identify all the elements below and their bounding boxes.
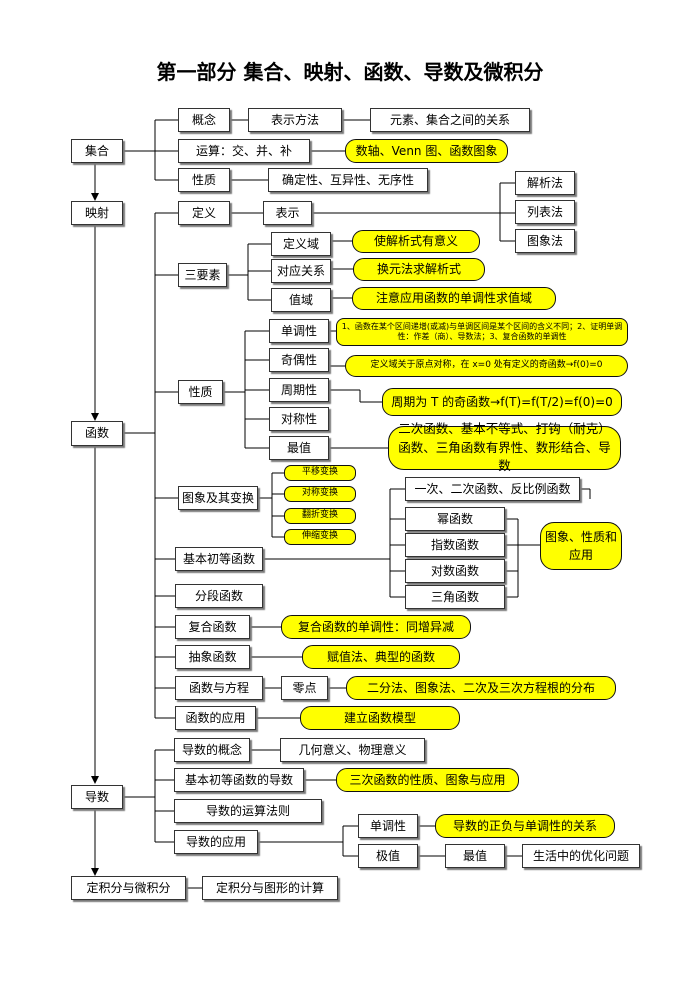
- node-mi: 幂函数: [405, 507, 505, 531]
- node-yuansu: 元素、集合之间的关系: [370, 108, 530, 132]
- note-pingyi: 平移变换: [284, 465, 356, 481]
- node-zhouqi: 周期性: [269, 378, 329, 402]
- node-fenduan: 分段函数: [175, 584, 263, 608]
- node-duishu: 对数函数: [405, 559, 505, 583]
- note-huanyuan: 换元法求解析式: [353, 258, 485, 281]
- node-jiexifa: 解析法: [515, 171, 575, 195]
- page-title: 第一部分 集合、映射、函数、导数及微积分: [156, 60, 544, 84]
- node-duiying: 对应关系: [271, 259, 331, 283]
- node-daoshuyy: 导数的应用: [174, 830, 258, 854]
- node-jiou: 奇偶性: [269, 348, 329, 372]
- node-chouxiang: 抽象函数: [175, 645, 250, 669]
- node-daoshu: 导数: [71, 785, 123, 809]
- node-xingzhi-set: 性质: [178, 168, 230, 192]
- node-yici: 一次、二次函数、反比例函数: [405, 477, 580, 501]
- note-jiou: 定义域关于原点对称，在 x=0 处有定义的奇函数→f(0)=0: [345, 355, 628, 377]
- node-sanjiao: 三角函数: [405, 585, 505, 609]
- node-jibendaoshu: 基本初等函数的导数: [174, 768, 304, 792]
- node-yunsuan: 运算：交、并、补: [178, 139, 310, 163]
- node-gainian: 概念: [178, 108, 230, 132]
- node-youhua: 生活中的优化问题: [522, 844, 640, 868]
- node-biaoshifangfa: 表示方法: [248, 108, 342, 132]
- node-fangcheng: 函数与方程: [175, 676, 263, 700]
- note-fuhe: 复合函数的单调性：同增异减: [281, 615, 471, 639]
- note-zhengfu: 导数的正负与单调性的关系: [435, 814, 615, 838]
- node-tuxiang: 图象及其变换: [178, 486, 258, 510]
- node-dingyiyu: 定义域: [271, 232, 331, 256]
- note-sanci: 三次函数的性质、图象与应用: [336, 768, 519, 792]
- note-tuxiangxz: 图象、性质和应用: [540, 522, 622, 570]
- note-yingyong: 建立函数模型: [300, 706, 460, 730]
- node-sanyaosu: 三要素: [178, 263, 227, 287]
- note-zuizhi: 二次函数、基本不等式、打钩（耐克）函数、三角函数有界性、数形结合、导数: [388, 421, 621, 473]
- note-zhuyi: 注意应用函数的单调性求值域: [352, 287, 556, 310]
- note-duichenbh: 对称变换: [284, 486, 356, 502]
- note-shijiexi: 使解析式有意义: [352, 230, 480, 253]
- node-dingjifen-app: 定积分与图形的计算: [202, 876, 338, 900]
- note-lingdian: 二分法、图象法、二次及三次方程根的分布: [346, 676, 616, 700]
- node-yunsuanfaze: 导数的运算法则: [174, 799, 322, 823]
- note-fanzhe: 翻折变换: [284, 508, 356, 524]
- node-dingyi: 定义: [178, 201, 230, 225]
- note-chouxiang: 赋值法、典型的函数: [302, 645, 460, 669]
- node-lingdian: 零点: [281, 676, 328, 700]
- node-daoshugn: 导数的概念: [174, 738, 250, 762]
- node-zhiyu: 值域: [271, 288, 331, 312]
- note-dandiao: 1、函数在某个区间递增(或减)与单调区间是某个区间的含义不同；2、证明单调性：作…: [336, 318, 628, 346]
- node-zuizhi2: 最值: [445, 844, 505, 868]
- node-dandiao: 单调性: [269, 319, 329, 343]
- node-xingzhi-func: 性质: [178, 380, 223, 404]
- node-yingyong: 函数的应用: [175, 706, 256, 730]
- node-dingjifen: 定积分与微积分: [71, 876, 186, 900]
- node-hanshu: 函数: [71, 421, 123, 446]
- node-jiben: 基本初等函数: [175, 547, 263, 571]
- node-jizhi: 极值: [358, 844, 418, 868]
- node-dandiao2: 单调性: [358, 814, 418, 838]
- node-yingshe: 映射: [71, 201, 123, 225]
- node-duichen: 对称性: [269, 407, 329, 431]
- node-liebiaofa: 列表法: [515, 200, 575, 224]
- node-fuhe: 复合函数: [175, 615, 250, 639]
- node-zuizhi: 最值: [269, 436, 329, 460]
- node-tuxiangfa: 图象法: [515, 229, 575, 253]
- node-jihe: 集合: [71, 139, 123, 163]
- node-jihe-yiyi: 几何意义、物理意义: [280, 738, 425, 762]
- node-queding: 确定性、互异性、无序性: [268, 168, 428, 192]
- node-zhishu: 指数函数: [405, 533, 505, 557]
- note-shensuo: 伸缩变换: [284, 529, 356, 545]
- node-biaoshi: 表示: [263, 201, 312, 225]
- note-zhouqi: 周期为 T 的奇函数→f(T)=f(T/2)=f(0)=0: [382, 388, 622, 416]
- note-shuzhou: 数轴、Venn 图、函数图象: [345, 139, 508, 163]
